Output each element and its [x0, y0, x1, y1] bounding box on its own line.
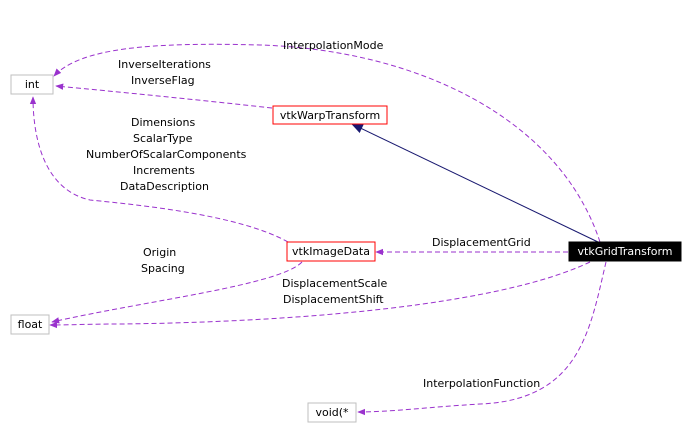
node-vtk-warp-transform-label: vtkWarpTransform — [280, 109, 380, 122]
label-origin: Origin — [143, 246, 176, 259]
edge-origin-spacing — [51, 261, 303, 324]
label-scalar-type: ScalarType — [133, 132, 193, 145]
label-number-of-scalar-components: NumberOfScalarComponents — [86, 148, 247, 161]
node-vtk-warp-transform[interactable]: vtkWarpTransform — [272, 105, 388, 125]
node-vtk-image-data[interactable]: vtkImageData — [286, 241, 376, 262]
label-data-description: DataDescription — [120, 180, 209, 193]
label-increments: Increments — [133, 164, 195, 177]
edge-inheritance — [350, 123, 599, 243]
node-int[interactable]: int — [10, 74, 54, 95]
node-vtk-image-data-label: vtkImageData — [292, 245, 370, 258]
node-vtk-grid-transform-label: vtkGridTransform — [578, 245, 673, 258]
node-void-ptr-label: void(* — [315, 406, 349, 419]
label-dimensions: Dimensions — [131, 116, 195, 129]
node-float[interactable]: float — [10, 314, 50, 335]
label-displacement-shift: DisplacementShift — [283, 293, 384, 306]
label-inverse-iterations: InverseIterations — [118, 58, 211, 71]
label-displacement-grid: DisplacementGrid — [432, 236, 531, 249]
node-void-ptr[interactable]: void(* — [307, 402, 357, 423]
label-displacement-scale: DisplacementScale — [282, 277, 387, 290]
label-interpolation-mode: InterpolationMode — [283, 39, 384, 52]
edge-displacement-scale — [49, 261, 591, 329]
label-interpolation-function: InterpolationFunction — [423, 377, 540, 390]
node-float-label: float — [18, 318, 43, 331]
node-int-label: int — [25, 78, 40, 91]
label-spacing: Spacing — [141, 262, 185, 275]
edge-interpolation-function — [357, 261, 607, 416]
edge-interpolation-mode — [53, 43, 601, 243]
edge-inverse-iterations — [55, 83, 273, 109]
node-vtk-grid-transform[interactable]: vtkGridTransform — [568, 241, 682, 262]
label-inverse-flag: InverseFlag — [131, 74, 195, 87]
